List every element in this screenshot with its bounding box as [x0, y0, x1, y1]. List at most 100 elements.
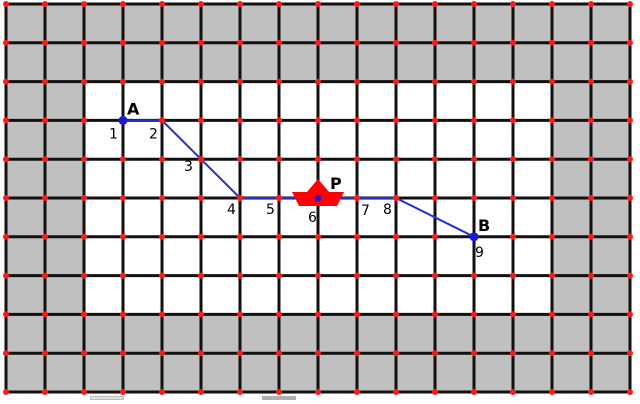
grid-node	[159, 389, 165, 395]
grid-node	[315, 311, 321, 318]
open-cell	[318, 120, 357, 160]
blocked-cell	[6, 120, 45, 160]
grid-node	[549, 78, 555, 85]
end-point	[469, 232, 479, 242]
grid-node	[315, 156, 321, 163]
boat-sail	[307, 179, 329, 192]
open-cell	[162, 236, 201, 276]
blocked-cell	[162, 353, 201, 392]
grid-node	[627, 389, 633, 395]
grid-node	[42, 78, 48, 85]
grid-node	[510, 195, 516, 201]
open-cell	[474, 159, 513, 198]
blocked-cell	[474, 4, 513, 43]
blocked-cell	[201, 4, 240, 43]
blocked-cell	[318, 314, 357, 354]
blocked-cell	[45, 42, 84, 82]
blocked-cell	[591, 159, 630, 198]
grid-node	[237, 156, 243, 163]
grid-node	[432, 195, 438, 201]
grid-node	[354, 233, 360, 240]
grid-node	[276, 389, 282, 395]
grid-node	[81, 389, 87, 395]
grid-node	[627, 156, 633, 163]
open-cell	[396, 159, 435, 198]
open-cell	[84, 275, 123, 315]
blocked-cell	[357, 353, 396, 392]
open-cell	[240, 81, 279, 121]
grid-node	[237, 272, 243, 279]
grid-node	[3, 78, 9, 85]
open-cell	[474, 275, 513, 315]
grid-node	[81, 156, 87, 163]
grid-node	[315, 272, 321, 279]
open-cell	[435, 236, 474, 276]
grid-node	[3, 195, 9, 201]
grid-node	[198, 1, 204, 7]
grid-node	[120, 272, 126, 279]
blocked-cell	[591, 42, 630, 82]
start-point	[118, 115, 128, 125]
grid-node	[510, 156, 516, 163]
blocked-cell	[591, 4, 630, 43]
grid-node	[471, 1, 477, 7]
open-cell	[318, 81, 357, 121]
point-label: P	[330, 174, 342, 193]
grid-node	[276, 39, 282, 46]
grid-node	[276, 233, 282, 240]
open-cell	[201, 120, 240, 160]
grid-node	[588, 350, 594, 357]
waypoint-label: 5	[266, 202, 275, 218]
blocked-cell	[84, 353, 123, 392]
grid-node	[3, 156, 9, 163]
open-cell	[240, 159, 279, 198]
grid-node	[393, 350, 399, 357]
blocked-cell	[123, 314, 162, 354]
grid-node	[432, 233, 438, 240]
scrollbar-thumb-center[interactable]	[262, 396, 296, 400]
grid-node	[276, 156, 282, 163]
grid-node	[159, 1, 165, 7]
blocked-cell	[435, 314, 474, 354]
grid-node	[588, 1, 594, 7]
open-cell	[279, 120, 318, 160]
grid-node	[120, 195, 126, 201]
grid-node	[627, 350, 633, 357]
grid-node	[627, 195, 633, 201]
open-cell	[513, 81, 552, 121]
grid-node	[3, 117, 9, 124]
blocked-cell	[357, 314, 396, 354]
waypoint-node	[353, 194, 361, 202]
blocked-cell	[279, 42, 318, 82]
waypoint-label: 6	[308, 210, 317, 226]
blocked-cell	[513, 42, 552, 82]
grid-node	[42, 195, 48, 201]
grid-node	[432, 117, 438, 124]
grid-node	[81, 350, 87, 357]
grid-node	[354, 272, 360, 279]
grid-node	[627, 78, 633, 85]
scrollbar-thumb-left[interactable]	[90, 396, 124, 400]
open-cell	[357, 275, 396, 315]
blocked-cell	[552, 4, 591, 43]
grid-node	[3, 311, 9, 318]
open-cell	[513, 198, 552, 237]
blocked-cell	[84, 42, 123, 82]
blocked-cell	[552, 159, 591, 198]
grid-node	[120, 311, 126, 318]
open-cell	[279, 236, 318, 276]
blocked-cell	[396, 353, 435, 392]
waypoint-label: 7	[361, 203, 370, 219]
grid-node	[198, 272, 204, 279]
grid-node	[588, 156, 594, 163]
blocked-cell	[513, 353, 552, 392]
blocked-cell	[357, 42, 396, 82]
blocked-cell	[552, 120, 591, 160]
grid-node	[510, 389, 516, 395]
open-cell	[84, 198, 123, 237]
blocked-cell	[123, 4, 162, 43]
blocked-cell	[6, 4, 45, 43]
grid-node	[237, 389, 243, 395]
